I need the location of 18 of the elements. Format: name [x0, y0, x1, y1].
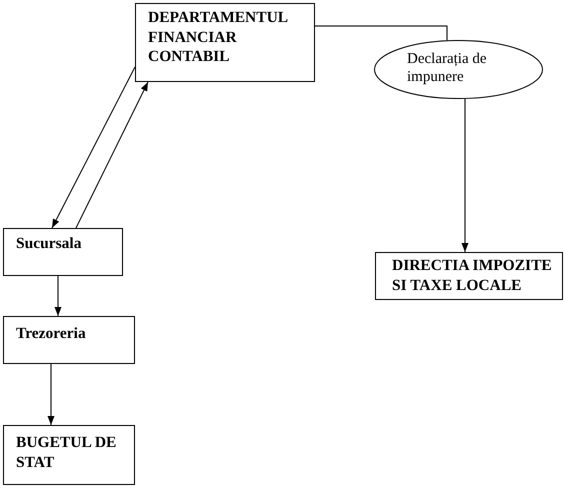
arrow — [462, 98, 468, 252]
process-box — [135, 3, 315, 82]
node-label: BUGETUL DE STAT — [16, 433, 118, 472]
node-label: DIRECTIA IMPOZITE SI TAXE LOCALE — [392, 256, 553, 295]
node-label: Declarația de impunere — [407, 50, 488, 86]
arrow — [48, 364, 54, 426]
connector-line — [314, 26, 448, 41]
node-label: DEPARTAMENTUL FINANCIAR CONTABIL — [148, 8, 288, 66]
ellipse-node — [374, 40, 543, 99]
process-box — [3, 316, 135, 364]
arrow — [52, 66, 136, 228]
arrow — [76, 82, 148, 228]
node-label: Sucursala — [16, 234, 82, 254]
process-box — [3, 425, 135, 485]
node-label: Trezoreria — [16, 324, 87, 344]
arrow — [54, 276, 62, 316]
process-box — [375, 252, 563, 300]
process-box — [3, 228, 123, 276]
